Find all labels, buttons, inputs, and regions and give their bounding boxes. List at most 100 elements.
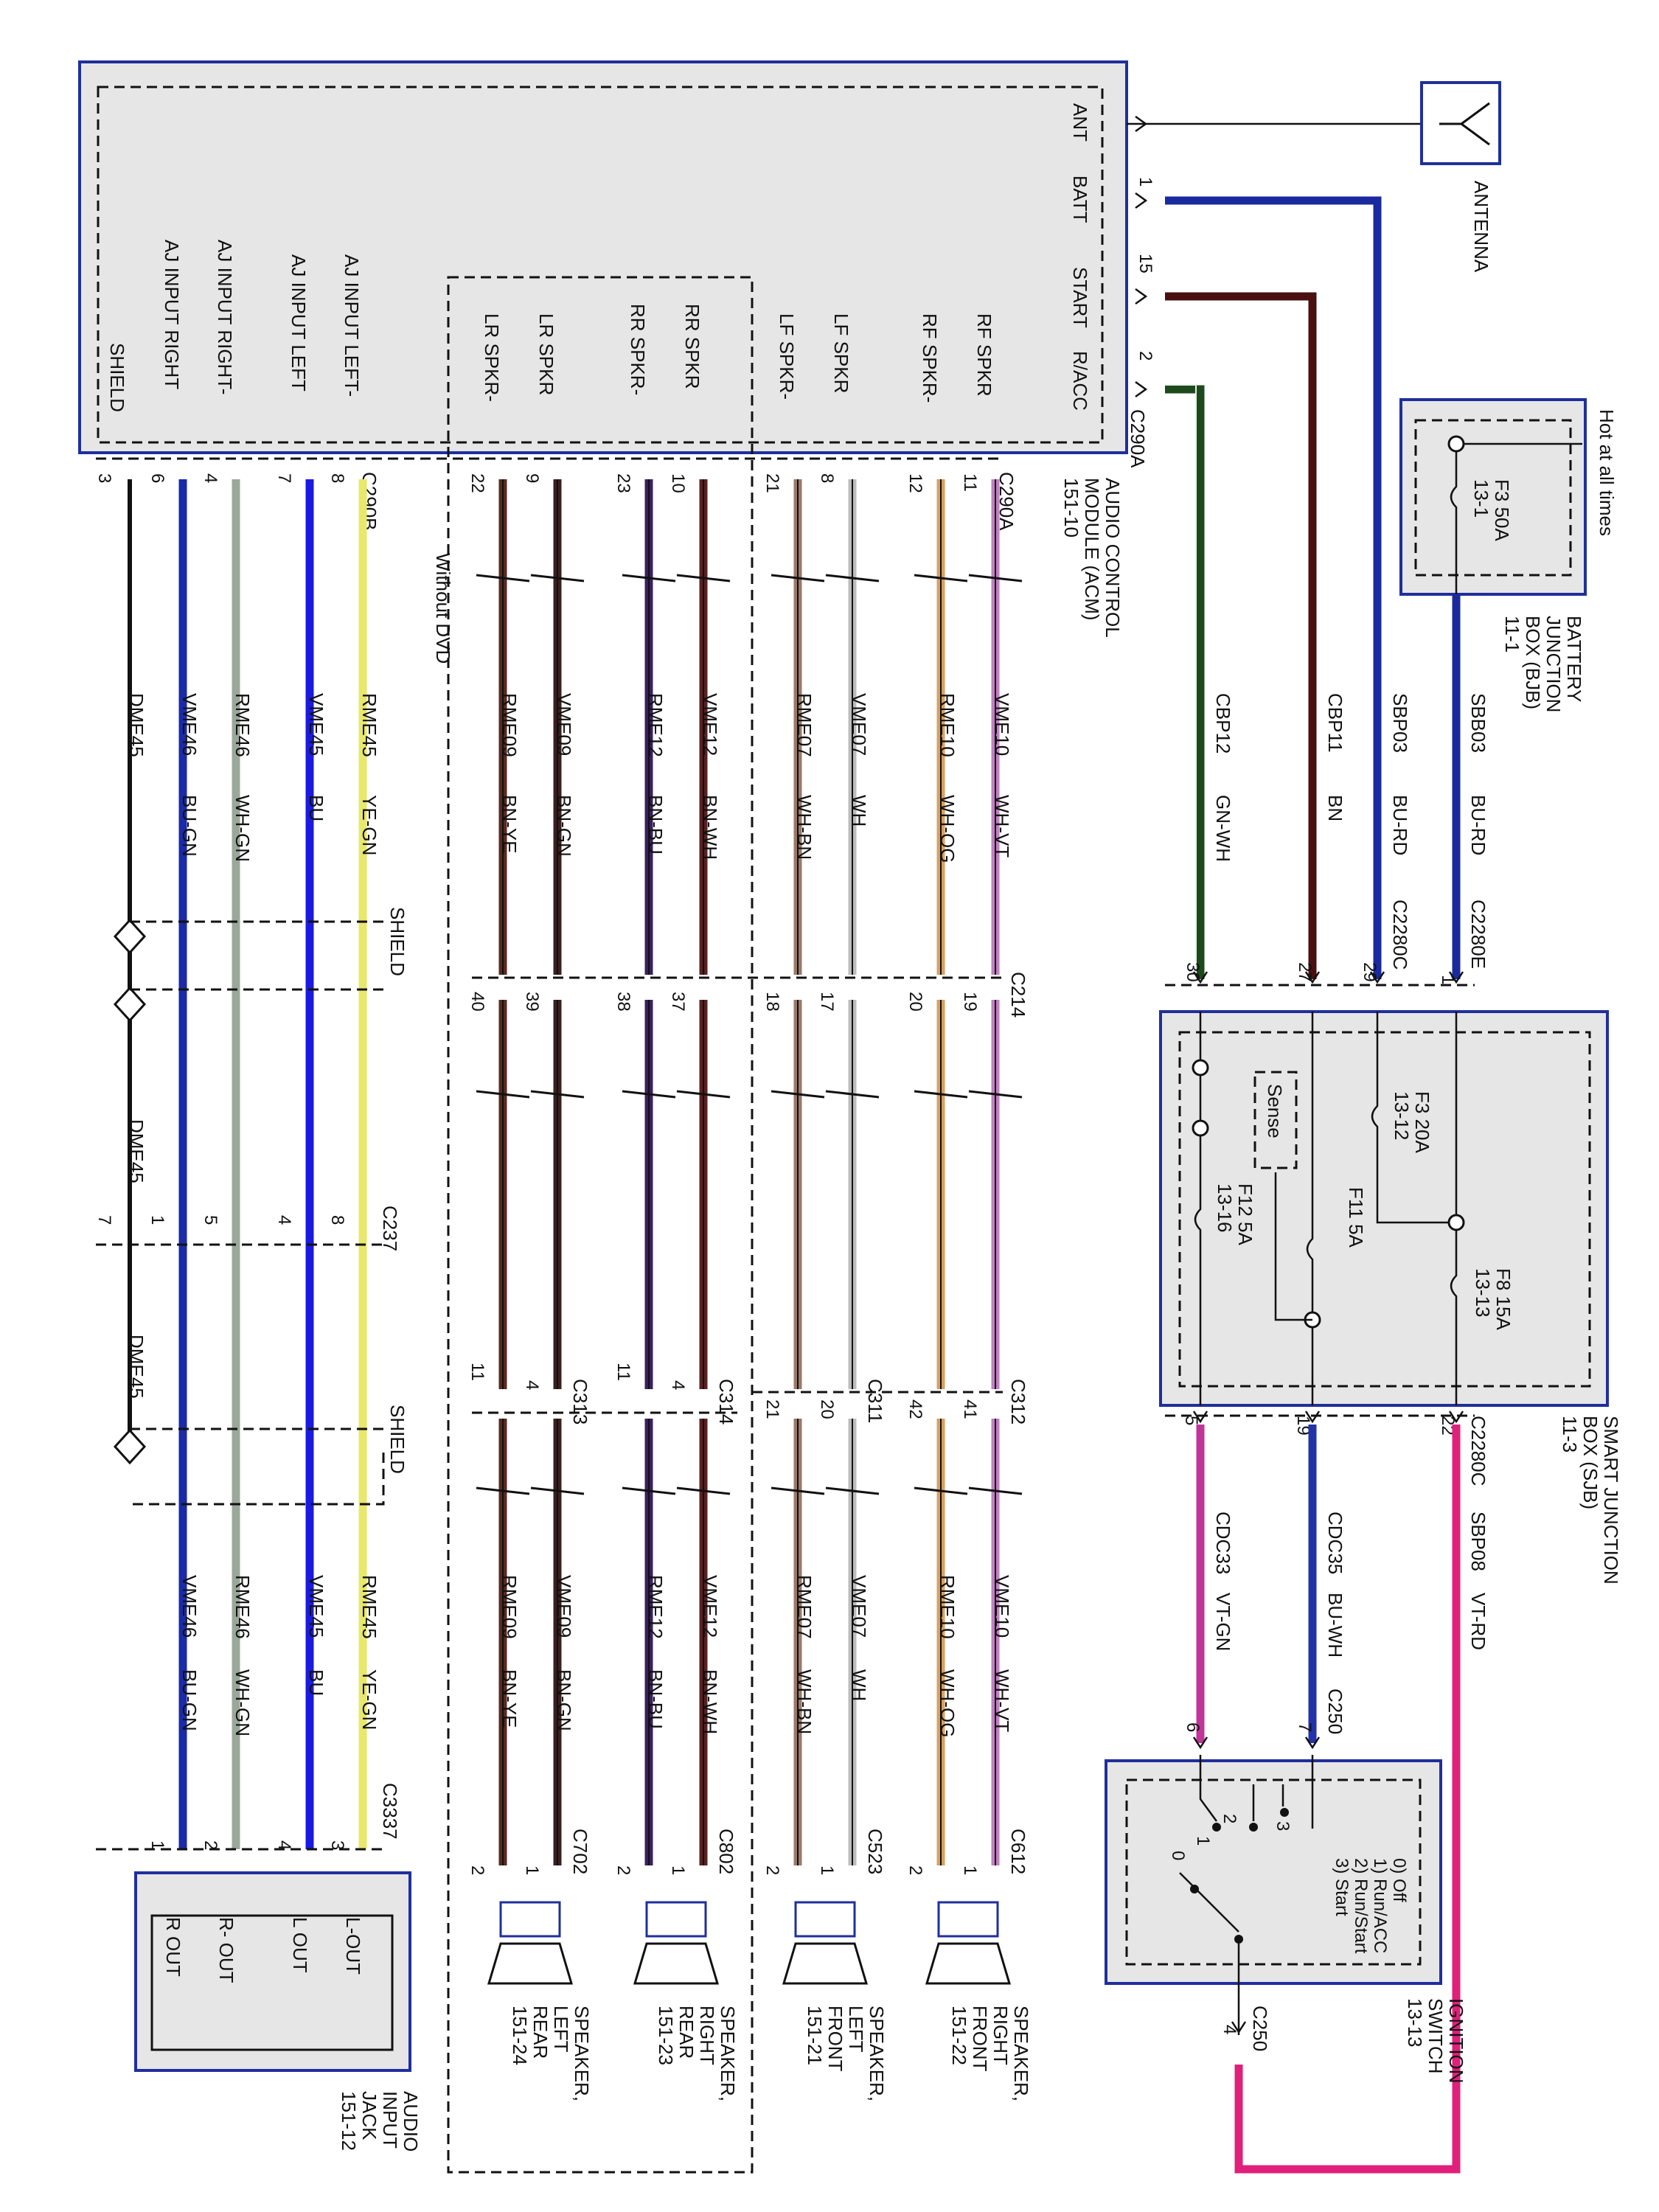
sjb-sense-label: Sense [1264, 1084, 1286, 1138]
acm-connector-top: C290A [1127, 409, 1149, 468]
aj-3-color-b: BU-GN [178, 1669, 201, 1731]
acm-label-rf-spkr-neg: RF SPKR- [919, 313, 941, 403]
ign-name-line-3: 13-13 [1404, 1998, 1426, 2048]
spk-7-acm-pin: 22 [467, 473, 487, 493]
c523-label: C523 [864, 1829, 886, 1874]
twist-marker-6-2 [530, 1486, 585, 1495]
speaker-lr-line-4: 151-24 [509, 2006, 531, 2065]
aj-1-c237: 4 [274, 1215, 294, 1225]
spk-4-c214: 37 [668, 992, 688, 1012]
twist-marker-4-2 [676, 1486, 731, 1495]
spk-4-acm-pin: 10 [668, 473, 688, 493]
bjb-fuse-line-2: 13-1 [1470, 479, 1492, 518]
spk-0-acm-pin: 11 [960, 473, 980, 492]
jack-out-0: L-OUT [342, 1917, 364, 1975]
speaker-lf-line-4: 151-21 [804, 2006, 826, 2065]
spk-wire-1-circuit-b: RME10 [936, 1575, 959, 1639]
twist-marker-7-2 [476, 1486, 530, 1495]
wire-sbp03-color: BU-RD [1389, 795, 1411, 855]
spk-wire-2-circuit-b: VME07 [848, 1575, 870, 1638]
sjb-f3-line-2: 13-12 [1391, 1091, 1413, 1141]
speaker-wires [476, 479, 1023, 1865]
aj-0-c237: 8 [327, 1215, 347, 1225]
acm-label-ant: ANT [1069, 103, 1091, 142]
aj-wires [113, 479, 385, 1849]
spk-wire-6-color-a: BN-GN [553, 795, 575, 857]
acm-label-rr-spkr-neg: RR SPKR- [627, 304, 649, 395]
c3337-label: C3337 [379, 1783, 401, 1840]
bjb-name-line-3: BOX (BJB) [1522, 616, 1544, 709]
wire-cdc33-circuit: CDC33 [1212, 1512, 1234, 1574]
jack-out-1: L OUT [289, 1917, 311, 1973]
shield-drain-icons [113, 918, 147, 1465]
smart-junction-box: C2280E C2280C 1 29 27 30 Sense F3 20A 13… [1159, 900, 1622, 1585]
spk-wire-0-circuit-b: VME10 [991, 1575, 1013, 1638]
spk-7-c214: 40 [467, 992, 487, 1012]
acm-name-line-1: AUDIO CONTROL [1102, 478, 1124, 638]
sjb-conn-bottom: C2280C [1467, 1416, 1489, 1486]
c612-label: C612 [1007, 1829, 1029, 1874]
ign-pos-2: 2) Run/Start [1351, 1858, 1371, 1954]
acm-label-lr-spkr-neg: LR SPKR- [481, 313, 503, 402]
aj-2-color-b: WH-GN [232, 1669, 254, 1736]
aj-0-color-b: YE-GN [358, 1669, 380, 1730]
speaker-1-terminal [794, 1901, 856, 1938]
aj-3-c237: 1 [147, 1215, 167, 1225]
speaker-lf-line-2: LEFT [845, 2006, 867, 2053]
pin-start: 15 [1135, 254, 1155, 274]
sjb-name-line-2: BOX (SJB) [1579, 1416, 1601, 1509]
speaker-pin-numbers: 11 12 8 21 10 23 9 22 C214 19 20 17 18 3… [467, 473, 1029, 1875]
speaker-rf-line-3: FRONT [969, 2006, 991, 2072]
lower-power-wires: SBP08 VT-RD CDC35 BU-WH CDC33 VT-GN [1196, 1425, 1489, 2174]
spk-wire-3-circuit-a: RME07 [793, 693, 815, 757]
aj-4-circuit-a: DME45 [125, 693, 147, 757]
sjb-f12-line-1: F12 5A [1234, 1183, 1256, 1245]
spk-1-sp: 2 [905, 1865, 925, 1875]
aj-2-jack-pin: 2 [201, 1840, 220, 1850]
c312-label: C312 [1007, 1379, 1029, 1425]
speaker-rr-line-1: SPEAKER, [717, 2006, 739, 2101]
aj-2-acm-pin: 4 [201, 473, 220, 483]
ign-connector-top: C250 [1324, 1688, 1346, 1734]
aj-1-jack-pin: 4 [274, 1840, 294, 1850]
spk-2-sp: 1 [817, 1865, 837, 1875]
ign-connector-bottom: C250 [1249, 2006, 1271, 2051]
sjb-conn-top-e: C2280E [1467, 900, 1489, 969]
aj-1-circuit-a: VME45 [305, 693, 327, 756]
sjb-conn-top-c: C2280C [1389, 900, 1411, 970]
ign-pos-1: 1) Run/ACC [1370, 1858, 1390, 1953]
aj-1-acm-pin: 7 [274, 473, 294, 483]
speaker-lr-line-3: REAR [529, 2006, 552, 2059]
acm-label-batt: BATT [1069, 175, 1091, 223]
speaker-2-terminal [645, 1901, 707, 1938]
twist-marker-7-1 [476, 1090, 530, 1099]
sjb-f11-label: F11 5A [1345, 1187, 1367, 1248]
spk-5-sp: 2 [613, 1865, 633, 1875]
acm-label-aj-right-neg: AJ INPUT RIGHT- [214, 240, 236, 394]
spk-wire-7-circuit-b: RME09 [498, 1575, 521, 1639]
shield-label-2: SHIELD [386, 1405, 408, 1474]
jack-out-2: R- OUT [215, 1917, 237, 1983]
sjb-f8-line-2: 13-13 [1472, 1268, 1494, 1318]
c702-label: C702 [569, 1829, 591, 1874]
speaker-rr-line-3: REAR [675, 2006, 698, 2059]
spk-wire-7-color-a: BN-YE [498, 795, 521, 853]
drain-label-2: DME45 [125, 1335, 147, 1399]
drain-label-1: DME45 [125, 1119, 147, 1183]
twist-marker-3-2 [771, 1486, 825, 1495]
wire-cbp11-circuit: CBP11 [1324, 693, 1346, 752]
speaker-2-icon [633, 1942, 720, 1985]
ign-contact-1: 1 [1193, 1836, 1213, 1846]
c311-label: C311 [864, 1379, 886, 1423]
ign-name-line-1: IGNITION [1445, 1998, 1467, 2084]
ign-pin-7: 7 [1295, 1722, 1315, 1732]
speaker-lr-line-2: LEFT [550, 2006, 572, 2053]
sjb-name-line-1: SMART JUNCTION [1600, 1416, 1622, 1585]
twist-marker-1-2 [914, 1486, 968, 1495]
speaker-0-terminal [937, 1901, 999, 1938]
spk-0-sp: 1 [960, 1865, 980, 1875]
twist-marker-0-1 [968, 1090, 1023, 1099]
aj-1-circuit-b: VME45 [305, 1575, 327, 1638]
aj-3-acm-pin: 6 [147, 473, 167, 483]
aj-0-jack-pin: 3 [327, 1840, 347, 1850]
